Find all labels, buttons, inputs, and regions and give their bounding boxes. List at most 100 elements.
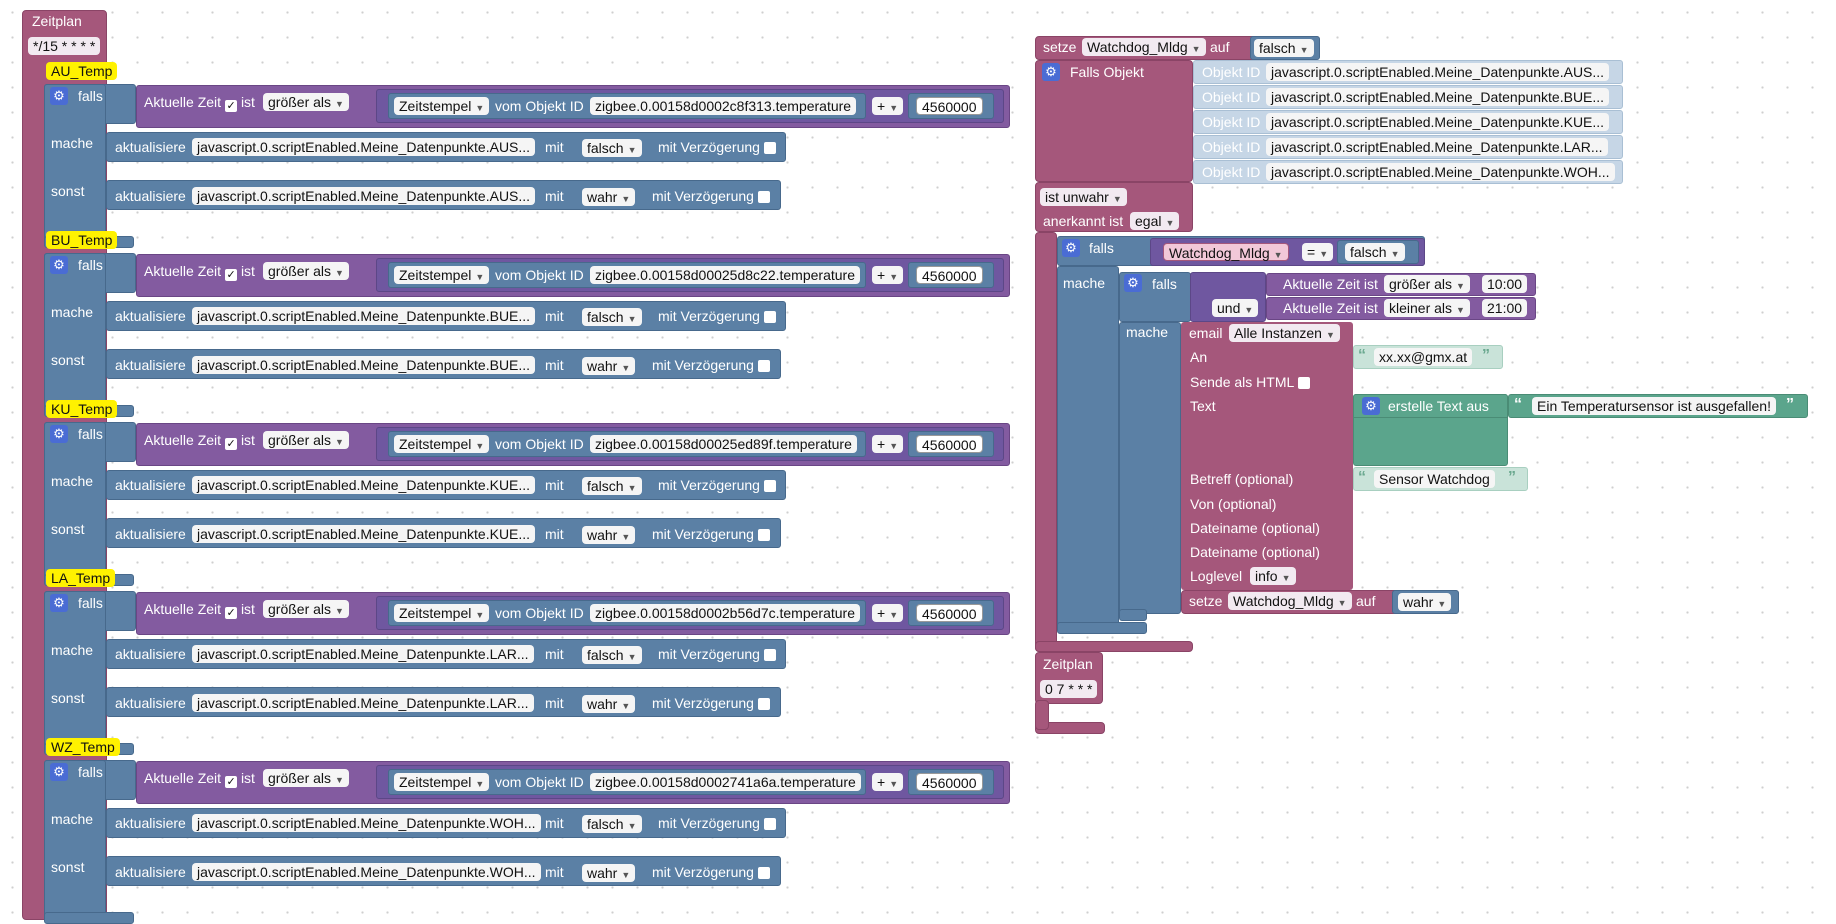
update-target-field[interactable]: javascript.0.scriptEnabled.Meine_Datenpu… — [192, 307, 536, 325]
update-target-field[interactable]: javascript.0.scriptEnabled.Meine_Datenpu… — [192, 863, 541, 881]
compare-dropdown[interactable]: größer als▼ — [263, 262, 349, 280]
delay-checkbox[interactable] — [763, 480, 776, 492]
checkbox[interactable]: ✓ — [225, 776, 238, 788]
gear-icon[interactable]: ⚙ — [50, 87, 68, 105]
ist-unwahr-dropdown[interactable]: ist unwahr▼ — [1040, 188, 1127, 206]
object-id-field[interactable]: javascript.0.scriptEnabled.Meine_Datenpu… — [1266, 88, 1610, 106]
delay-checkbox[interactable] — [757, 360, 770, 372]
set2-var-dropdown[interactable]: Watchdog_Mldg▼ — [1228, 592, 1352, 610]
operator-dropdown[interactable]: +▼ — [872, 435, 904, 453]
value-dropdown-then[interactable]: falsch▼ — [582, 139, 642, 157]
schedule2-cron[interactable]: 0 7 * * * — [1040, 680, 1098, 698]
operator-dropdown[interactable]: +▼ — [872, 773, 904, 791]
timestamp-dropdown[interactable]: Zeitstempel▼ — [394, 773, 490, 791]
timestamp-dropdown[interactable]: Zeitstempel▼ — [394, 604, 490, 622]
object-id-field[interactable]: javascript.0.scriptEnabled.Meine_Datenpu… — [1266, 63, 1610, 81]
checkbox[interactable]: ✓ — [225, 269, 238, 281]
operator-dropdown[interactable]: +▼ — [872, 97, 904, 115]
gear-icon[interactable]: ⚙ — [1362, 397, 1380, 415]
gear-icon[interactable]: ⚙ — [1124, 274, 1142, 292]
group-label[interactable]: WZ_Temp — [46, 738, 120, 756]
object-id-field[interactable]: javascript.0.scriptEnabled.Meine_Datenpu… — [1266, 138, 1608, 156]
object-id-field[interactable]: javascript.0.scriptEnabled.Meine_Datenpu… — [1266, 163, 1615, 181]
number-field[interactable]: 4560000 — [916, 97, 983, 115]
update-target-field[interactable]: javascript.0.scriptEnabled.Meine_Datenpu… — [192, 814, 541, 832]
loglevel-dropdown[interactable]: info▼ — [1250, 567, 1296, 585]
falls-objekt-block[interactable] — [1035, 60, 1193, 182]
init-value-dropdown[interactable]: falsch▼ — [1254, 39, 1314, 57]
to-field[interactable]: xx.xx@gmx.at — [1374, 348, 1473, 366]
value-dropdown-then[interactable]: falsch▼ — [582, 477, 642, 495]
number-field[interactable]: 4560000 — [916, 435, 983, 453]
update-target-field[interactable]: javascript.0.scriptEnabled.Meine_Datenpu… — [192, 138, 536, 156]
gear-icon[interactable]: ⚙ — [50, 594, 68, 612]
gear-icon[interactable]: ⚙ — [1062, 239, 1080, 257]
operator-dropdown[interactable]: +▼ — [872, 604, 904, 622]
checkbox[interactable]: ✓ — [225, 100, 238, 112]
and-dropdown[interactable]: und▼ — [1212, 299, 1259, 317]
compare-var-dropdown[interactable]: Watchdog_Mldg▼ — [1163, 243, 1289, 261]
value-dropdown-else[interactable]: wahr▼ — [582, 526, 636, 544]
group-label[interactable]: AU_Temp — [46, 62, 118, 80]
time1-field[interactable]: 10:00 — [1482, 275, 1528, 293]
update-target-field[interactable]: javascript.0.scriptEnabled.Meine_Datenpu… — [192, 525, 536, 543]
time2-cmp-dropdown[interactable]: kleiner als▼ — [1384, 299, 1470, 317]
compare-op-dropdown[interactable]: =▼ — [1302, 243, 1334, 261]
delay-checkbox[interactable] — [763, 649, 776, 661]
update-target-field[interactable]: javascript.0.scriptEnabled.Meine_Datenpu… — [192, 694, 534, 712]
value-dropdown-else[interactable]: wahr▼ — [582, 864, 636, 882]
object-id-field[interactable]: zigbee.0.00158d00025ed89f.temperature — [590, 435, 857, 453]
timestamp-dropdown[interactable]: Zeitstempel▼ — [394, 97, 490, 115]
cmp-value-dropdown[interactable]: falsch▼ — [1345, 243, 1405, 261]
value-dropdown-then[interactable]: falsch▼ — [582, 815, 642, 833]
object-id-field[interactable]: zigbee.0.00158d0002b56d7c.temperature — [590, 604, 860, 622]
number-field[interactable]: 4560000 — [916, 604, 983, 622]
operator-dropdown[interactable]: +▼ — [872, 266, 904, 284]
group-label[interactable]: BU_Temp — [46, 231, 118, 249]
compare-dropdown[interactable]: größer als▼ — [263, 431, 349, 449]
delay-checkbox[interactable] — [763, 818, 776, 830]
gear-icon[interactable]: ⚙ — [50, 425, 68, 443]
html-checkbox[interactable] — [1298, 377, 1311, 389]
time2-field[interactable]: 21:00 — [1482, 299, 1528, 317]
timestamp-dropdown[interactable]: Zeitstempel▼ — [394, 435, 490, 453]
value-dropdown-else[interactable]: wahr▼ — [582, 695, 636, 713]
compare-dropdown[interactable]: größer als▼ — [263, 769, 349, 787]
subject-field[interactable]: Sensor Watchdog — [1374, 470, 1495, 488]
value-dropdown-then[interactable]: falsch▼ — [582, 646, 642, 664]
delay-checkbox[interactable] — [757, 867, 770, 879]
update-target-field[interactable]: javascript.0.scriptEnabled.Meine_Datenpu… — [192, 356, 536, 374]
group-label[interactable]: KU_Temp — [46, 400, 118, 418]
object-id-field[interactable]: zigbee.0.00158d00025d8c22.temperature — [590, 266, 860, 284]
object-id-field[interactable]: zigbee.0.00158d0002741a6a.temperature — [590, 773, 861, 791]
value-dropdown-then[interactable]: falsch▼ — [582, 308, 642, 326]
compare-dropdown[interactable]: größer als▼ — [263, 93, 349, 111]
value-dropdown-else[interactable]: wahr▼ — [582, 188, 636, 206]
object-id-field[interactable]: zigbee.0.00158d0002c8f313.temperature — [590, 97, 857, 115]
delay-checkbox[interactable] — [763, 142, 776, 154]
email-instance-dropdown[interactable]: Alle Instanzen▼ — [1229, 324, 1340, 342]
group-label[interactable]: LA_Temp — [46, 569, 116, 587]
delay-checkbox[interactable] — [757, 529, 770, 541]
value-dropdown-else[interactable]: wahr▼ — [582, 357, 636, 375]
number-field[interactable]: 4560000 — [916, 266, 983, 284]
checkbox[interactable]: ✓ — [225, 607, 238, 619]
object-id-field[interactable]: javascript.0.scriptEnabled.Meine_Datenpu… — [1266, 113, 1610, 131]
email-block[interactable] — [1181, 322, 1353, 590]
timestamp-dropdown[interactable]: Zeitstempel▼ — [394, 266, 490, 284]
update-target-field[interactable]: javascript.0.scriptEnabled.Meine_Datenpu… — [192, 187, 536, 205]
gear-icon[interactable]: ⚙ — [50, 256, 68, 274]
text-field[interactable]: Ein Temperatursensor ist ausgefallen! — [1532, 397, 1776, 415]
delay-checkbox[interactable] — [757, 698, 770, 710]
gear-icon[interactable]: ⚙ — [50, 763, 68, 781]
compare-dropdown[interactable]: größer als▼ — [263, 600, 349, 618]
time1-cmp-dropdown[interactable]: größer als▼ — [1384, 275, 1470, 293]
set2-value-dropdown[interactable]: wahr▼ — [1398, 593, 1452, 611]
watchdog-var-dropdown[interactable]: Watchdog_Mldg▼ — [1082, 38, 1206, 56]
checkbox[interactable]: ✓ — [225, 438, 238, 450]
update-target-field[interactable]: javascript.0.scriptEnabled.Meine_Datenpu… — [192, 476, 536, 494]
schedule-cron[interactable]: */15 * * * * — [28, 37, 101, 55]
gear-icon[interactable]: ⚙ — [1042, 63, 1060, 81]
delay-checkbox[interactable] — [757, 191, 770, 203]
delay-checkbox[interactable] — [763, 311, 776, 323]
